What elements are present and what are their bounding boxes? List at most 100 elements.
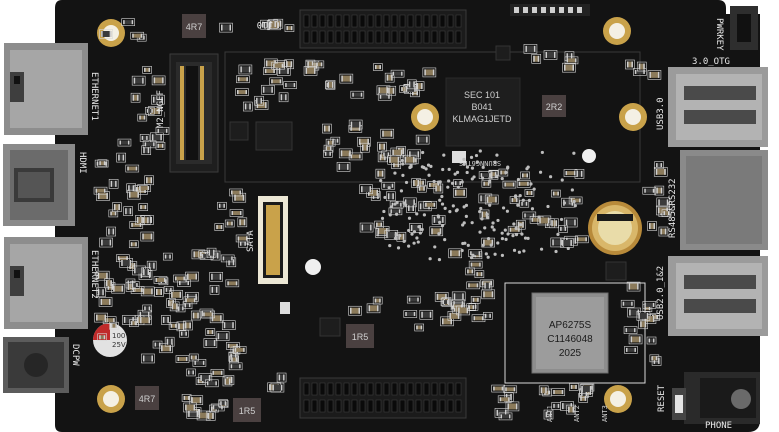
header-pin: [423, 382, 430, 396]
smd-part: [263, 67, 277, 75]
via: [554, 249, 558, 254]
via: [455, 208, 459, 212]
smd-part: [209, 285, 220, 295]
smd-part: [523, 44, 538, 54]
smd-part: [97, 159, 108, 168]
smd-part: [119, 258, 134, 268]
smd-part: [151, 94, 165, 105]
via: [395, 212, 399, 216]
smd-part: [151, 75, 166, 86]
smd-part: [129, 221, 144, 229]
via: [464, 203, 469, 208]
smd-part: [375, 226, 390, 236]
smd-part: [403, 310, 418, 318]
smd-part: [154, 287, 164, 297]
header-pin: [431, 382, 438, 396]
header-pin: [415, 14, 422, 28]
smd-part: [161, 315, 171, 325]
smd-part: [181, 394, 192, 402]
smd-part: [563, 169, 578, 177]
via: [416, 240, 420, 244]
smd-part: [225, 279, 240, 288]
smd-part: [186, 368, 196, 377]
smd-part: [551, 388, 566, 396]
smd-part: [108, 209, 119, 218]
smd-part: [276, 372, 287, 383]
smd-part: [201, 310, 215, 319]
smd-part: [338, 148, 353, 159]
smd-part: [377, 152, 388, 163]
smd-part: [419, 309, 434, 320]
header-pin: [439, 399, 446, 413]
via: [379, 179, 383, 183]
smd-part: [237, 217, 248, 228]
smd-part: [414, 323, 425, 332]
smd-part: [386, 191, 396, 202]
via: [465, 165, 470, 169]
via: [438, 180, 442, 184]
smd-part: [123, 206, 133, 216]
via: [483, 226, 487, 230]
smd-part: [271, 61, 285, 70]
inductor-a-label: 4R7: [186, 22, 203, 32]
label-hdmi: HDMI: [77, 152, 87, 174]
via: [462, 221, 466, 225]
sata-connector: [258, 196, 288, 284]
via: [407, 228, 411, 233]
header-pin: [367, 14, 374, 28]
via: [572, 151, 576, 155]
smd-part: [386, 85, 397, 96]
smd-part: [217, 201, 227, 210]
smd-part: [636, 311, 651, 321]
header-pin: [327, 399, 334, 413]
via: [447, 167, 451, 171]
via: [451, 204, 455, 208]
inductor-e-label: 2R2: [546, 102, 563, 112]
via: [398, 234, 402, 238]
smd-part: [375, 168, 386, 179]
header-pin: [359, 30, 366, 44]
header-pin: [447, 399, 454, 413]
header-pin: [407, 14, 414, 28]
via: [443, 206, 447, 210]
via: [530, 207, 535, 211]
header-pin: [439, 382, 446, 396]
via: [438, 220, 442, 224]
via: [393, 236, 398, 241]
debug-pin: [577, 7, 582, 13]
via: [491, 221, 495, 225]
header-pin: [319, 382, 326, 396]
smd-part: [366, 187, 380, 198]
smd-part: [192, 359, 207, 367]
memory-chip-line4: SRUNNG6THS: [459, 159, 501, 167]
smd-part: [236, 75, 250, 84]
smd-part: [417, 184, 427, 193]
via: [481, 243, 485, 247]
via: [485, 212, 489, 216]
via: [518, 193, 522, 198]
via-field: [379, 149, 577, 262]
header-pin: [367, 382, 374, 396]
smd-part: [128, 240, 139, 249]
header-pin: [367, 30, 374, 44]
smd-part: [502, 180, 517, 189]
smd-part: [647, 70, 662, 80]
via: [506, 232, 510, 236]
smd-part: [505, 401, 520, 412]
header-pin: [303, 30, 310, 44]
smd-part: [162, 252, 173, 261]
header-pin: [455, 382, 462, 396]
via: [472, 175, 476, 179]
smd-part: [360, 142, 370, 153]
smd-part: [106, 226, 116, 237]
header-pin: [431, 14, 438, 28]
smd-part: [628, 334, 643, 345]
via: [500, 236, 505, 241]
smd-part: [481, 179, 492, 188]
via: [572, 199, 576, 204]
smd-part: [456, 305, 470, 316]
label-dcpw: DCPW: [70, 344, 80, 366]
via: [479, 206, 483, 211]
header-pin: [391, 14, 398, 28]
